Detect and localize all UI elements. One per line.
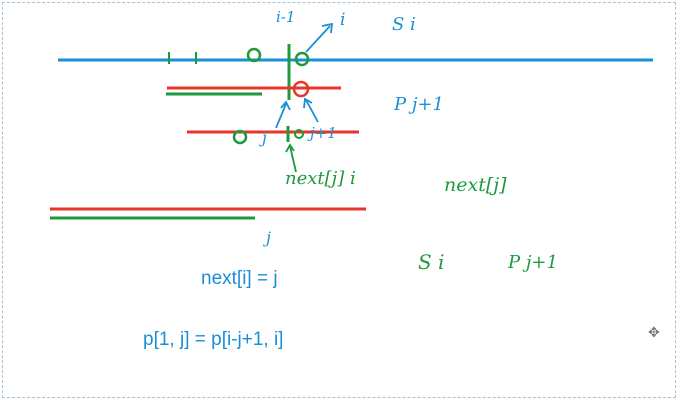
formula-next: next[i] = j: [201, 268, 278, 289]
arrow-next: [285, 143, 297, 173]
label-p-j1-bottom: P j+1: [508, 252, 558, 273]
label-j-bottom: j: [266, 228, 271, 247]
arrow-to-i: [305, 22, 334, 53]
label-j: j: [262, 128, 267, 147]
canvas-frame: [2, 2, 676, 398]
label-j-plus-1: j+1: [310, 124, 337, 142]
label-s-i-bottom: S i: [418, 250, 445, 274]
mismatch-circle: [292, 80, 310, 98]
label-p-j1: P j+1: [394, 94, 444, 115]
label-next-j-i: next[j] i: [285, 168, 356, 189]
marker-circle: [232, 129, 248, 145]
arrow-up-j1: [303, 97, 319, 123]
move-icon[interactable]: ✥: [648, 324, 660, 340]
marker-circle: [246, 47, 262, 63]
position-i-circle: [294, 51, 310, 67]
label-i-minus-1: i-1: [276, 8, 296, 26]
label-next-j: next[j]: [444, 174, 507, 196]
arrow-up-j: [275, 100, 291, 129]
label-s-i: S i: [392, 14, 416, 35]
formula-prefix: p[1, j] = p[i-j+1, i]: [143, 329, 284, 350]
label-i: i: [340, 10, 346, 30]
marker-circle: [294, 129, 304, 139]
